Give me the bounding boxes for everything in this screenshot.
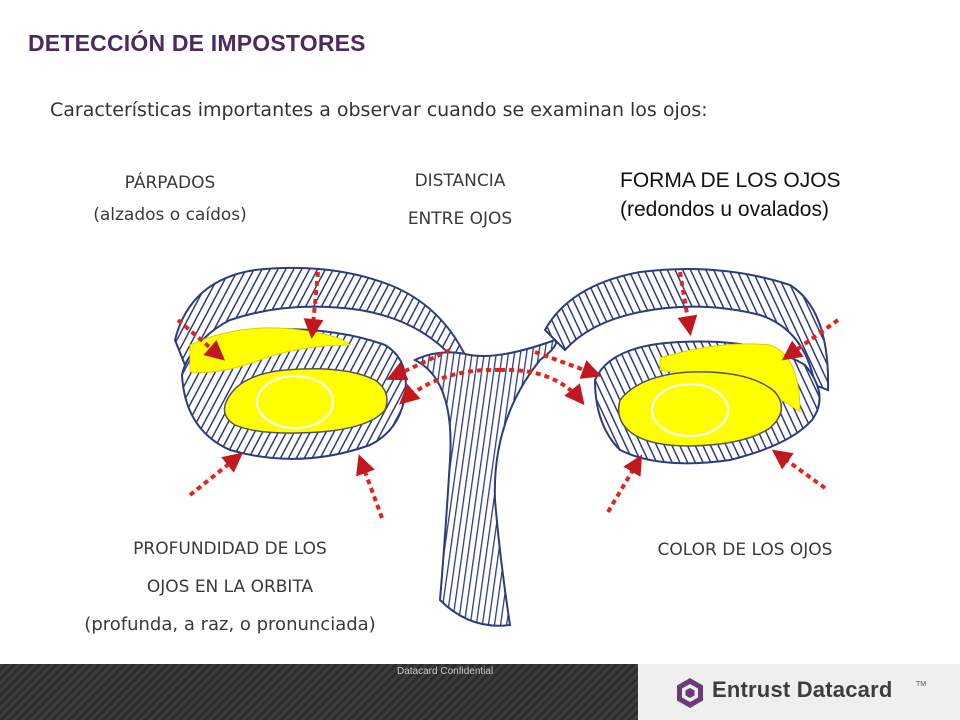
label-eye-depth: PROFUNDIDAD DE LOS OJOS EN LA ORBITA (pr… (40, 530, 420, 644)
arrow-left-upper-lid (176, 318, 226, 361)
arrow-left-brow (303, 271, 324, 339)
label-eye-shape-title: FORMA DE LOS OJOS (620, 169, 841, 192)
footer-dark-panel: Datacard Confidential (0, 664, 638, 720)
arrow-right-upper-lid (781, 318, 840, 361)
label-eye-color-title: COLOR DE LOS OJOS (657, 540, 833, 560)
left-eye (223, 368, 388, 434)
arrow-left-inner-corner (386, 348, 451, 381)
label-eye-depth-line2: OJOS EN LA ORBITA (146, 577, 314, 597)
arrow-left-lower-socket (188, 452, 244, 497)
left-iris (256, 375, 334, 429)
arrow-distance-right (499, 367, 585, 406)
label-eyelids-title: PÁRPADOS (124, 173, 216, 193)
label-eye-depth-line1: PROFUNDIDAD DE LOS (133, 539, 327, 559)
slide-subtitle: Características importantes a observar c… (50, 99, 708, 121)
arrow-distance-left (399, 367, 501, 405)
arrow-right-inner-corner (534, 350, 602, 379)
confidential-notice: Datacard Confidential (397, 666, 494, 677)
slide-title: DETECCIÓN DE IMPOSTORES (28, 30, 366, 56)
label-eyelids: PÁRPADOS (alzados o caídos) (60, 167, 280, 231)
arrow-right-brow (677, 271, 698, 336)
right-eyebrow (543, 267, 830, 392)
label-eye-color: COLOR DE LOS OJOS (620, 534, 870, 566)
footer-bar: Datacard Confidential Entrust Datacard T… (0, 664, 960, 720)
label-distance-line1: DISTANCIA (414, 171, 506, 191)
left-eyelid-highlight (189, 327, 352, 373)
label-eye-shape-detail: (redondos u ovalados) (620, 198, 829, 221)
label-eyelids-detail: (alzados o caídos) (93, 205, 247, 225)
hexagon-logo-icon (677, 678, 703, 708)
brand-name: Entrust Datacard (712, 677, 893, 702)
label-eye-depth-line3: (profunda, a raz, o pronunciada) (84, 614, 376, 635)
arrow-right-lower-lid (771, 449, 827, 490)
nose-bridge (412, 338, 557, 627)
right-iris (651, 383, 729, 437)
trademark-mark: TM (916, 681, 927, 688)
arrow-right-eye-color (606, 454, 643, 514)
label-distance-line2: ENTRE OJOS (407, 209, 513, 229)
label-eye-shape: FORMA DE LOS OJOS (redondos u ovalados) (620, 166, 841, 224)
label-distance: DISTANCIA ENTRE OJOS (360, 162, 560, 238)
arrow-left-depth (356, 454, 384, 519)
right-eye (617, 371, 783, 447)
eyes-illustration (173, 266, 840, 627)
